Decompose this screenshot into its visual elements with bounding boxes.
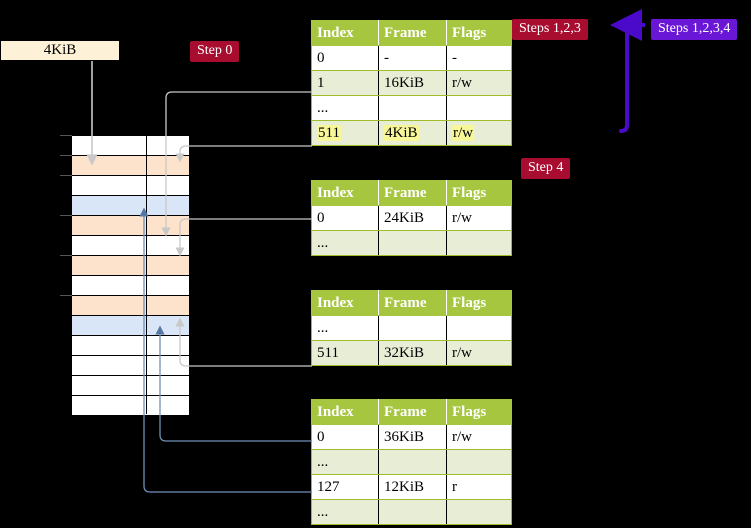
table-cell-frame (378, 230, 447, 256)
memory-frame-row (72, 216, 189, 236)
table-cell-flags: - (446, 45, 512, 71)
table-cell-frame: 12KiB (378, 474, 447, 500)
memory-frame-row (72, 276, 189, 296)
column-header-index: Index (311, 399, 379, 425)
wire-pd-32kib (175, 317, 312, 367)
table-cell-flags: r/w (446, 340, 512, 366)
memory-row-tick (60, 175, 72, 176)
wire-pdpt-24kib (175, 218, 312, 257)
table-cell-flags (446, 315, 512, 341)
column-header-flags: Flags (446, 20, 512, 46)
table-cell-index: ... (311, 315, 379, 341)
purple-bracket (619, 23, 640, 133)
physical-memory-column (71, 135, 190, 416)
memory-frame-row (72, 296, 189, 316)
cell-highlight: 511 (317, 125, 341, 141)
memory-frame-row (72, 156, 189, 176)
table-cell-frame: 32KiB (378, 340, 447, 366)
table-cell-frame: 4KiB (378, 120, 447, 146)
memory-frame-row (72, 256, 189, 276)
frame-size-box: 4KiB (0, 40, 120, 61)
column-header-flags: Flags (446, 399, 512, 425)
memory-frame-row (72, 316, 189, 336)
memory-frame-row (72, 136, 189, 156)
table-cell-frame: - (378, 45, 447, 71)
badge-step-0: Step 0 (190, 41, 240, 62)
table-row: ... (311, 230, 512, 256)
table-cell-flags: r/w (446, 205, 512, 231)
table-cell-index: 127 (311, 474, 379, 500)
column-header-index: Index (311, 20, 379, 46)
column-header-frame: Frame (378, 180, 447, 206)
memory-row-tick (60, 155, 72, 156)
memory-frame-row (72, 396, 189, 416)
memory-row-tick (60, 215, 72, 216)
cell-highlight: 4KiB (384, 125, 419, 141)
table-cell-flags: r/w (446, 120, 512, 146)
table-cell-index: 511 (311, 120, 379, 146)
table-cell-flags: r/w (446, 70, 512, 96)
table-row: 511 4KiB r/w (311, 120, 512, 146)
table-cell-frame: 36KiB (378, 424, 447, 450)
table-cell-frame (378, 95, 447, 121)
column-header-frame: Frame (378, 20, 447, 46)
table-cell-index: 0 (311, 45, 379, 71)
table-cell-flags (446, 499, 512, 525)
table-cell-index: 511 (311, 340, 379, 366)
memory-frame-row (72, 236, 189, 256)
table-cell-index: 0 (311, 205, 379, 231)
table-cell-index: 0 (311, 424, 379, 450)
table-cell-flags (446, 95, 512, 121)
memory-row-tick (60, 135, 72, 136)
memory-frame-row (72, 376, 189, 396)
memory-row-tick (60, 295, 72, 296)
table-cell-index: 1 (311, 70, 379, 96)
cell-highlight: r/w (452, 125, 474, 141)
memory-frame-row (72, 176, 189, 196)
table-row: 0-- (311, 45, 512, 71)
wire-pml4-4kib (175, 145, 312, 163)
column-header-flags: Flags (446, 290, 512, 316)
column-header-frame: Frame (378, 399, 447, 425)
memory-row-tick (60, 255, 72, 256)
memory-frame-row (72, 336, 189, 356)
table-cell-index: ... (311, 449, 379, 475)
table-cell-index: ... (311, 230, 379, 256)
table-cell-frame (378, 315, 447, 341)
table-cell-flags: r (446, 474, 512, 500)
table-row: ... (311, 95, 512, 121)
table-row: ... (311, 315, 512, 341)
frame-size-label: 4KiB (43, 42, 77, 58)
table-cell-index: ... (311, 95, 379, 121)
table-cell-frame: 24KiB (378, 205, 447, 231)
table-cell-flags (446, 230, 512, 256)
table-cell-frame: 16KiB (378, 70, 447, 96)
memory-frame-row (72, 356, 189, 376)
memory-frame-row (72, 196, 189, 216)
badge-step-4: Step 4 (521, 158, 571, 179)
column-header-index: Index (311, 180, 379, 206)
table-cell-flags: r/w (446, 424, 512, 450)
table-cell-index: ... (311, 499, 379, 525)
table-cell-flags (446, 449, 512, 475)
column-header-index: Index (311, 290, 379, 316)
column-header-flags: Flags (446, 180, 512, 206)
table-row: ... (311, 449, 512, 475)
badge-steps-1-2-3-4: Steps 1,2,3,4 (651, 19, 738, 40)
column-header-frame: Frame (378, 290, 447, 316)
table-row: ... (311, 499, 512, 525)
table-cell-frame (378, 499, 447, 525)
memory-column-divider (146, 136, 147, 414)
badge-steps-1-2-3: Steps 1,2,3 (512, 19, 588, 40)
table-cell-frame (378, 449, 447, 475)
